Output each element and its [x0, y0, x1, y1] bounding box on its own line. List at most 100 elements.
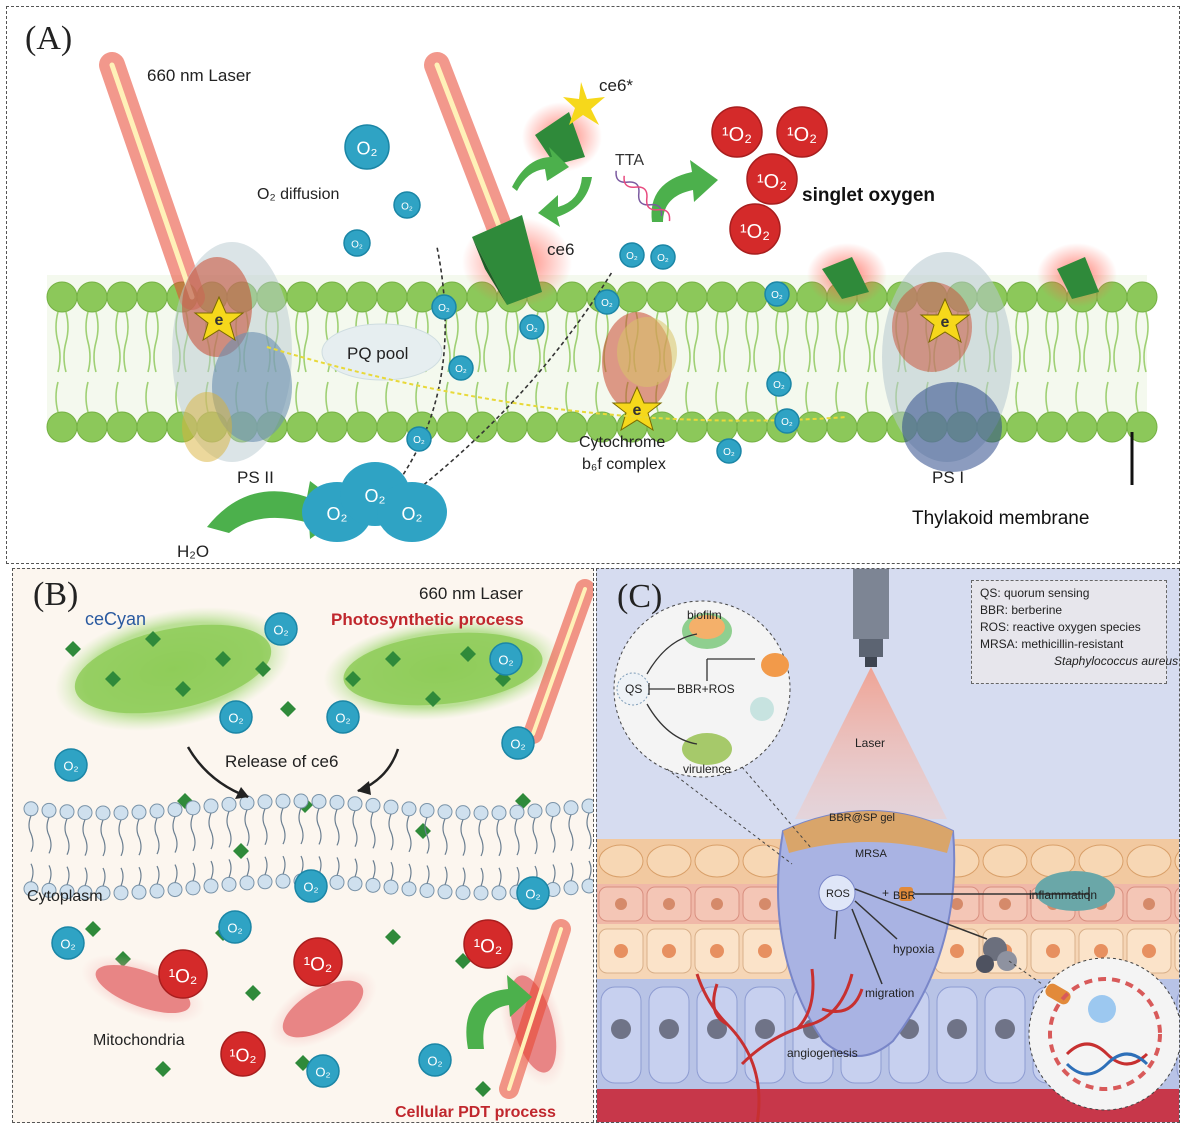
laser-beam-b-top	[523, 579, 593, 744]
lipid-tail	[1045, 381, 1049, 413]
svg-text:O₂: O₂	[365, 486, 386, 506]
lipid-tail	[565, 311, 571, 373]
lipid-head	[376, 281, 408, 313]
lipid-tail	[424, 817, 430, 854]
ce6-molecule	[215, 651, 231, 667]
lipid-tail	[1143, 311, 1149, 373]
o2-molecule	[516, 876, 550, 910]
lipid-head	[329, 794, 345, 810]
lipid-head	[113, 805, 129, 821]
lipid-tail	[444, 866, 448, 885]
cell-nucleus	[1143, 898, 1155, 910]
lipid-tail	[573, 311, 579, 373]
lipid-head	[275, 793, 291, 809]
lipid-head	[796, 411, 828, 443]
o2-molecule-label: O₂	[781, 417, 793, 428]
cell-nucleus	[710, 944, 724, 958]
o2-diffusion-label: O₂ diffusion	[257, 186, 339, 203]
lipid-head	[185, 880, 201, 896]
lipid-tail	[226, 811, 232, 848]
o2-molecule	[766, 371, 792, 397]
ce6-molecule	[85, 921, 101, 937]
lipid-tail	[370, 812, 376, 849]
lipid-head	[365, 797, 381, 813]
lipid-tail	[246, 857, 250, 877]
lipid-tail	[156, 865, 160, 885]
ps1-complex	[882, 252, 1012, 472]
lipid-head	[293, 793, 309, 809]
lipid-tail	[55, 381, 59, 413]
lipid-tail	[445, 381, 449, 413]
o2-molecule-label: O₂	[455, 364, 467, 375]
lipid-tail	[153, 311, 159, 373]
lipid-tail	[685, 381, 689, 413]
cell-nucleus	[615, 898, 627, 910]
inflammation-label: inflammation	[1029, 888, 1097, 902]
skin-cell	[694, 844, 740, 878]
lipid-head	[581, 798, 593, 814]
lipid-tail	[145, 381, 149, 413]
lipid-tail	[325, 381, 329, 413]
blood-vessels	[695, 968, 864, 1122]
lipid-head	[491, 885, 507, 901]
lipid-tail	[723, 311, 729, 373]
cell-nucleus	[659, 1019, 679, 1039]
lipid-head	[239, 875, 255, 891]
ce6-molecule	[105, 671, 121, 687]
lipid-tail	[1105, 381, 1109, 413]
photosynthetic-process-label: Photosynthetic process	[331, 610, 524, 629]
lipid-tail	[745, 381, 749, 413]
lipid-tail	[82, 819, 88, 856]
o2-molecule-label: O₂	[601, 298, 613, 309]
lipid-head	[437, 884, 453, 900]
o2-molecule-label: O₂	[626, 251, 638, 262]
lipid-head	[131, 804, 147, 820]
ce6-molecule	[65, 641, 81, 657]
lipid-head	[149, 883, 165, 899]
lipid-head	[376, 411, 408, 443]
electron-star-cytochrome: e	[611, 385, 663, 432]
lipid-tail	[586, 812, 592, 850]
o2-molecule-label: O₂	[63, 759, 78, 774]
cyanobacterium-left	[55, 607, 291, 731]
ps2-complex	[172, 242, 292, 462]
lipid-tail	[154, 817, 160, 855]
o2-molecule-label: O₂	[498, 653, 513, 668]
lipid-tail	[408, 863, 412, 883]
cytoplasm-label: Cytoplasm	[27, 888, 103, 905]
electron-star-ps2: e	[193, 295, 245, 342]
lipid-head	[437, 804, 453, 820]
lipid-tail	[280, 807, 286, 845]
lipid-head	[676, 411, 708, 443]
lipid-head	[311, 793, 327, 809]
lipid-head	[106, 281, 138, 313]
lipid-tail	[442, 818, 448, 856]
lipid-head	[106, 411, 138, 443]
ros-effect-arrows	[834, 887, 1090, 985]
lipid-head	[473, 805, 489, 821]
ce6-label: ce6	[547, 240, 574, 259]
lipid-head	[149, 803, 165, 819]
cecyan-label: ceCyan	[85, 609, 146, 629]
lipid-tail	[1105, 311, 1111, 373]
lipid-head	[316, 411, 348, 443]
skin-cell	[646, 844, 692, 878]
skin-cell	[1174, 851, 1179, 871]
lipid-head	[419, 882, 435, 898]
bacteria-cluster	[976, 937, 1017, 973]
lipid-head	[257, 794, 273, 810]
ce6-molecule	[460, 646, 476, 662]
lipid-head	[346, 281, 378, 313]
lipid-head	[316, 281, 348, 313]
lipid-head	[167, 802, 183, 818]
lipid-tail	[475, 311, 481, 373]
o2-molecule	[418, 1043, 452, 1077]
lipid-tail	[783, 311, 789, 373]
lipid-head	[329, 874, 345, 890]
lipid-tail	[835, 381, 839, 413]
lipid-tail	[568, 814, 574, 852]
svg-text:e: e	[941, 314, 950, 331]
o2-molecule	[774, 408, 800, 434]
ros-label: ROS	[826, 888, 850, 900]
